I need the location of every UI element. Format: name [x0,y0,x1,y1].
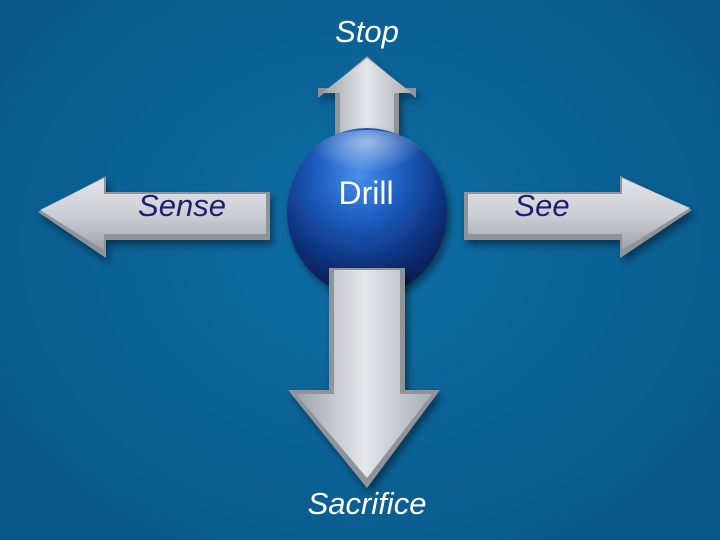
down-arrow [288,268,440,488]
right-label: See [502,188,582,224]
up-label: Stop [317,14,417,50]
down-label: Sacrifice [282,486,452,522]
center-label: Drill [318,174,414,212]
left-label: Sense [126,188,238,224]
